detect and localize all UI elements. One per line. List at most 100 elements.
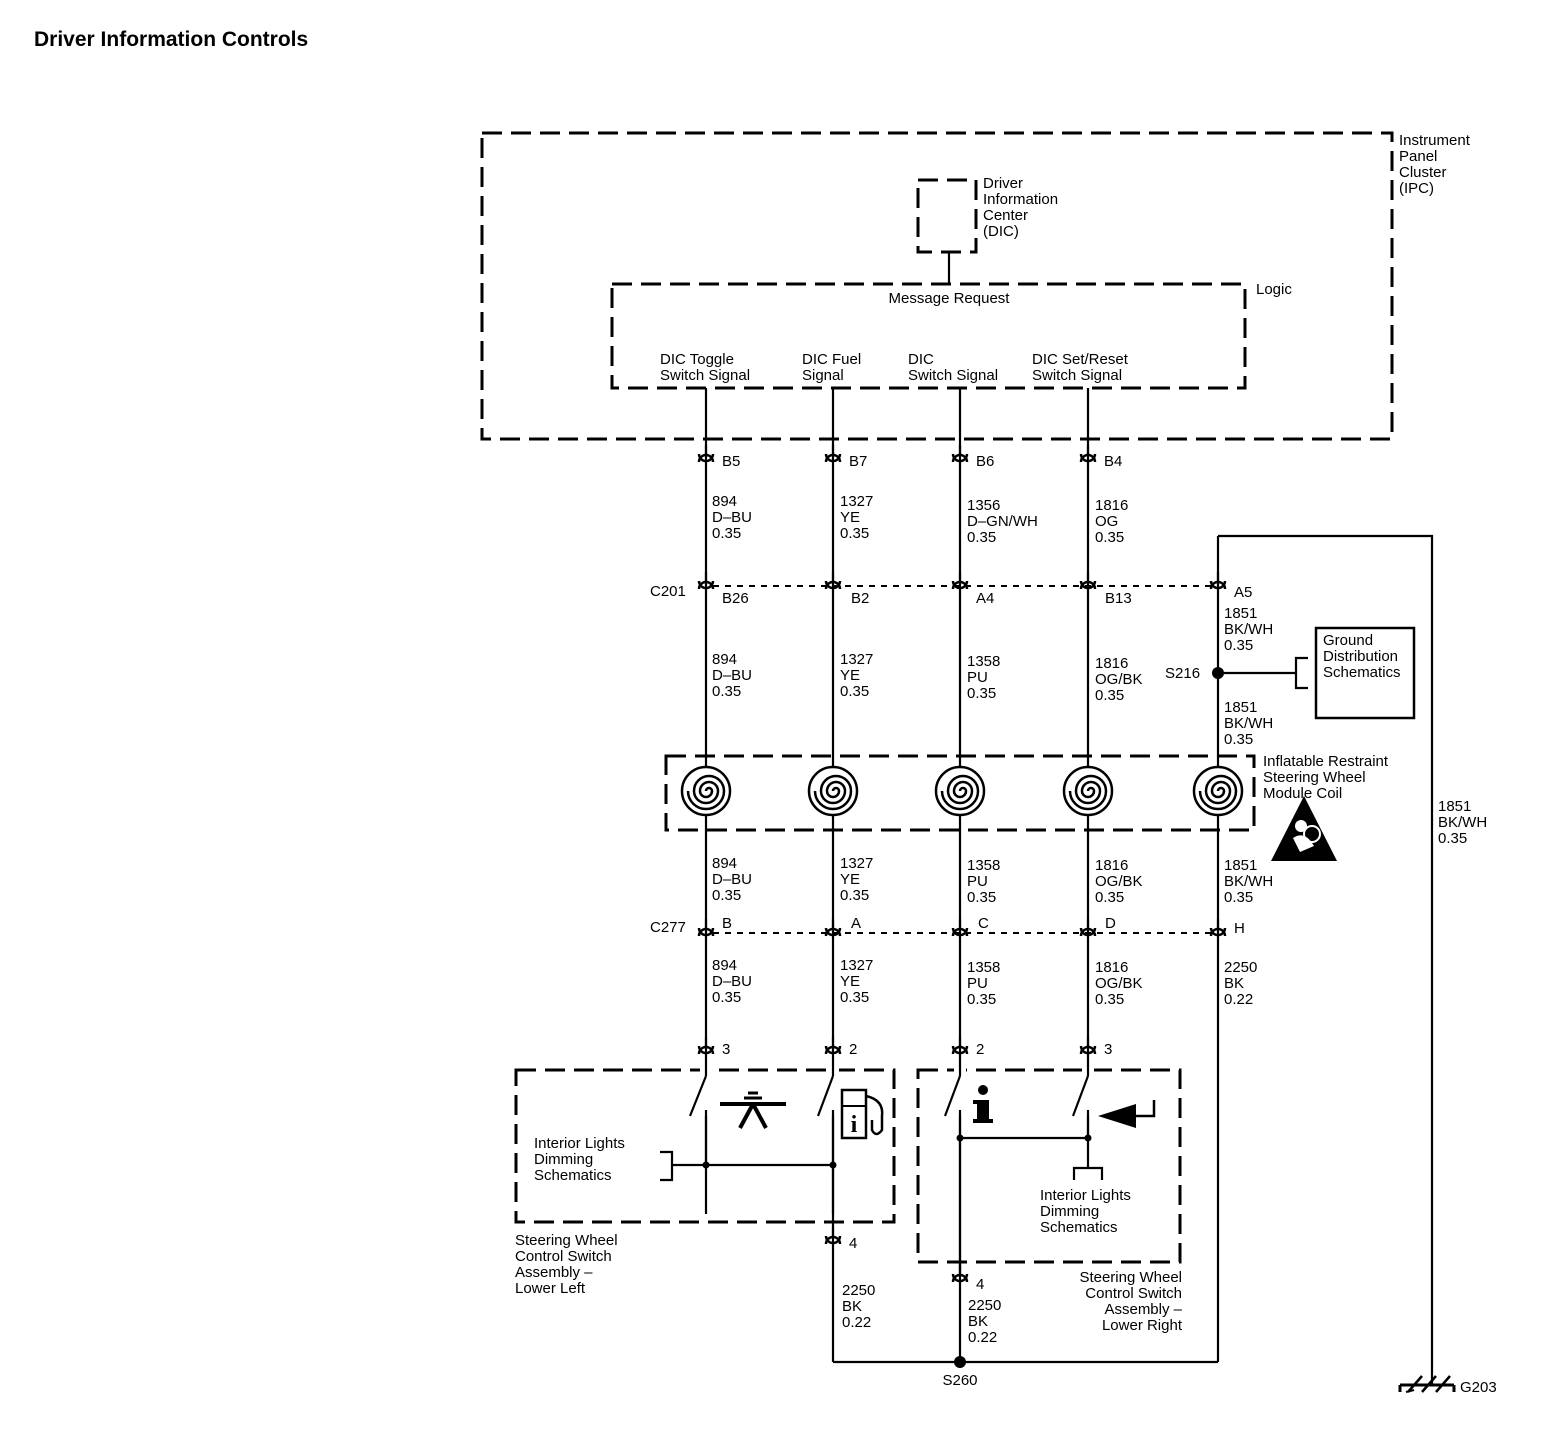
- page-title: Driver Information Controls: [34, 28, 309, 51]
- svg-text:0.35: 0.35: [1095, 687, 1124, 704]
- left-switch-dimming-label: Interior Lights Dimming Schematics: [534, 1135, 625, 1184]
- svg-text:A4: A4: [976, 590, 994, 607]
- svg-text:Cluster: Cluster: [1399, 164, 1447, 181]
- svg-text:DIC Fuel: DIC Fuel: [802, 351, 861, 368]
- svg-text:Assembly –: Assembly –: [515, 1264, 593, 1281]
- svg-text:D–BU: D–BU: [712, 509, 752, 526]
- svg-text:BK: BK: [968, 1313, 988, 1330]
- svg-text:D–BU: D–BU: [712, 667, 752, 684]
- svg-text:H: H: [1234, 920, 1245, 937]
- svg-text:1327: 1327: [840, 957, 873, 974]
- svg-text:894: 894: [712, 957, 737, 974]
- svg-text:0.35: 0.35: [712, 989, 741, 1006]
- svg-text:3: 3: [722, 1041, 730, 1058]
- svg-text:S216: S216: [1165, 665, 1200, 682]
- svg-text:BK/WH: BK/WH: [1224, 715, 1273, 732]
- svg-text:Dimming: Dimming: [1040, 1203, 1099, 1220]
- svg-text:Switch Signal: Switch Signal: [1032, 367, 1122, 384]
- svg-text:BK/WH: BK/WH: [1224, 621, 1273, 638]
- svg-text:Steering Wheel: Steering Wheel: [1263, 769, 1366, 786]
- svg-text:0.35: 0.35: [967, 529, 996, 546]
- right-switch-box: [916, 1068, 1182, 1264]
- left-switch-ground: 4 2250 BK 0.22: [824, 1225, 875, 1331]
- svg-text:Lower Right: Lower Right: [1102, 1317, 1183, 1334]
- svg-text:B13: B13: [1105, 590, 1132, 607]
- svg-text:Distribution: Distribution: [1323, 648, 1398, 665]
- svg-text:0.35: 0.35: [967, 685, 996, 702]
- wire-labels-coil-c277: 894 D–BU 0.35 1327 YE 0.35 1358 PU 0.35 …: [712, 855, 1273, 906]
- svg-text:Schematics: Schematics: [534, 1167, 612, 1184]
- svg-text:0.35: 0.35: [1095, 529, 1124, 546]
- svg-text:0.35: 0.35: [967, 991, 996, 1008]
- svg-text:OG/BK: OG/BK: [1095, 975, 1143, 992]
- wire-labels-c201-coil: 894 D–BU 0.35 1327 YE 0.35 1358 PU 0.35 …: [712, 605, 1273, 748]
- ipc-box: [480, 131, 1394, 441]
- svg-text:1851: 1851: [1224, 857, 1257, 874]
- message-request-label: Message Request: [889, 290, 1011, 307]
- svg-text:0.22: 0.22: [842, 1314, 871, 1331]
- svg-text:Control Switch: Control Switch: [515, 1248, 612, 1265]
- svg-text:A5: A5: [1234, 584, 1252, 601]
- svg-text:Driver: Driver: [983, 175, 1023, 192]
- dic-box: [916, 178, 978, 254]
- svg-text:C201: C201: [650, 583, 686, 600]
- svg-text:1816: 1816: [1095, 959, 1128, 976]
- svg-text:B4: B4: [1104, 453, 1122, 470]
- svg-text:1358: 1358: [967, 653, 1000, 670]
- splice-s260: S260: [942, 1356, 978, 1389]
- svg-text:Schematics: Schematics: [1040, 1219, 1118, 1236]
- svg-text:1327: 1327: [840, 855, 873, 872]
- logic-label: Logic: [1256, 281, 1292, 298]
- seek-arrow-icon: [1098, 1100, 1156, 1128]
- svg-text:D–GN/WH: D–GN/WH: [967, 513, 1038, 530]
- svg-text:B7: B7: [849, 453, 867, 470]
- svg-text:S260: S260: [942, 1372, 977, 1389]
- c201-connector: C201 B26 B2 A4 B13 A5: [650, 570, 1252, 607]
- svg-text:Switch Signal: Switch Signal: [660, 367, 750, 384]
- svg-text:Module Coil: Module Coil: [1263, 785, 1342, 802]
- svg-text:1327: 1327: [840, 493, 873, 510]
- svg-text:2250: 2250: [1224, 959, 1257, 976]
- svg-text:0.35: 0.35: [1095, 991, 1124, 1008]
- svg-text:4: 4: [976, 1276, 984, 1293]
- wire-labels-c277-switch: 894 D–BU 0.35 1327 YE 0.35 1358 PU 0.35 …: [712, 957, 1257, 1008]
- svg-text:1816: 1816: [1095, 857, 1128, 874]
- svg-text:PU: PU: [967, 669, 988, 686]
- ipc-label: Instrument Panel Cluster (IPC): [1399, 132, 1471, 197]
- svg-text:1816: 1816: [1095, 497, 1128, 514]
- fuel-info-icon: i: [840, 1088, 884, 1140]
- svg-text:3: 3: [1104, 1041, 1112, 1058]
- svg-text:YE: YE: [840, 667, 860, 684]
- svg-text:0.35: 0.35: [840, 683, 869, 700]
- svg-text:Interior Lights: Interior Lights: [1040, 1187, 1131, 1204]
- svg-text:1356: 1356: [967, 497, 1000, 514]
- dimmer-icon: [720, 1091, 786, 1129]
- svg-text:Schematics: Schematics: [1323, 664, 1401, 681]
- svg-text:1851: 1851: [1438, 798, 1471, 815]
- svg-text:0.35: 0.35: [712, 887, 741, 904]
- right-switch-contacts: [943, 1066, 1104, 1270]
- svg-text:i: i: [851, 1112, 858, 1138]
- svg-text:PU: PU: [967, 873, 988, 890]
- airbag-warning-icon: [1271, 796, 1337, 861]
- svg-text:Signal: Signal: [802, 367, 844, 384]
- svg-text:Center: Center: [983, 207, 1028, 224]
- svg-text:OG: OG: [1095, 513, 1118, 530]
- svg-text:D–BU: D–BU: [712, 871, 752, 888]
- svg-text:B2: B2: [851, 590, 869, 607]
- c277-connector: C277 B A C D H: [650, 915, 1245, 938]
- svg-text:Steering Wheel: Steering Wheel: [1079, 1269, 1182, 1286]
- svg-text:0.35: 0.35: [840, 887, 869, 904]
- wire-labels-ipc-c201: 894 D–BU 0.35 1327 YE 0.35 1356 D–GN/WH …: [712, 493, 1128, 546]
- svg-text:Information: Information: [983, 191, 1058, 208]
- svg-text:0.35: 0.35: [1224, 637, 1253, 654]
- svg-text:0.22: 0.22: [968, 1329, 997, 1346]
- svg-text:C: C: [978, 915, 989, 932]
- svg-text:2250: 2250: [968, 1297, 1001, 1314]
- svg-text:0.35: 0.35: [1095, 889, 1124, 906]
- svg-text:BK: BK: [1224, 975, 1244, 992]
- svg-text:0.35: 0.35: [1224, 889, 1253, 906]
- svg-text:Interior Lights: Interior Lights: [534, 1135, 625, 1152]
- logic-box: [610, 282, 1247, 390]
